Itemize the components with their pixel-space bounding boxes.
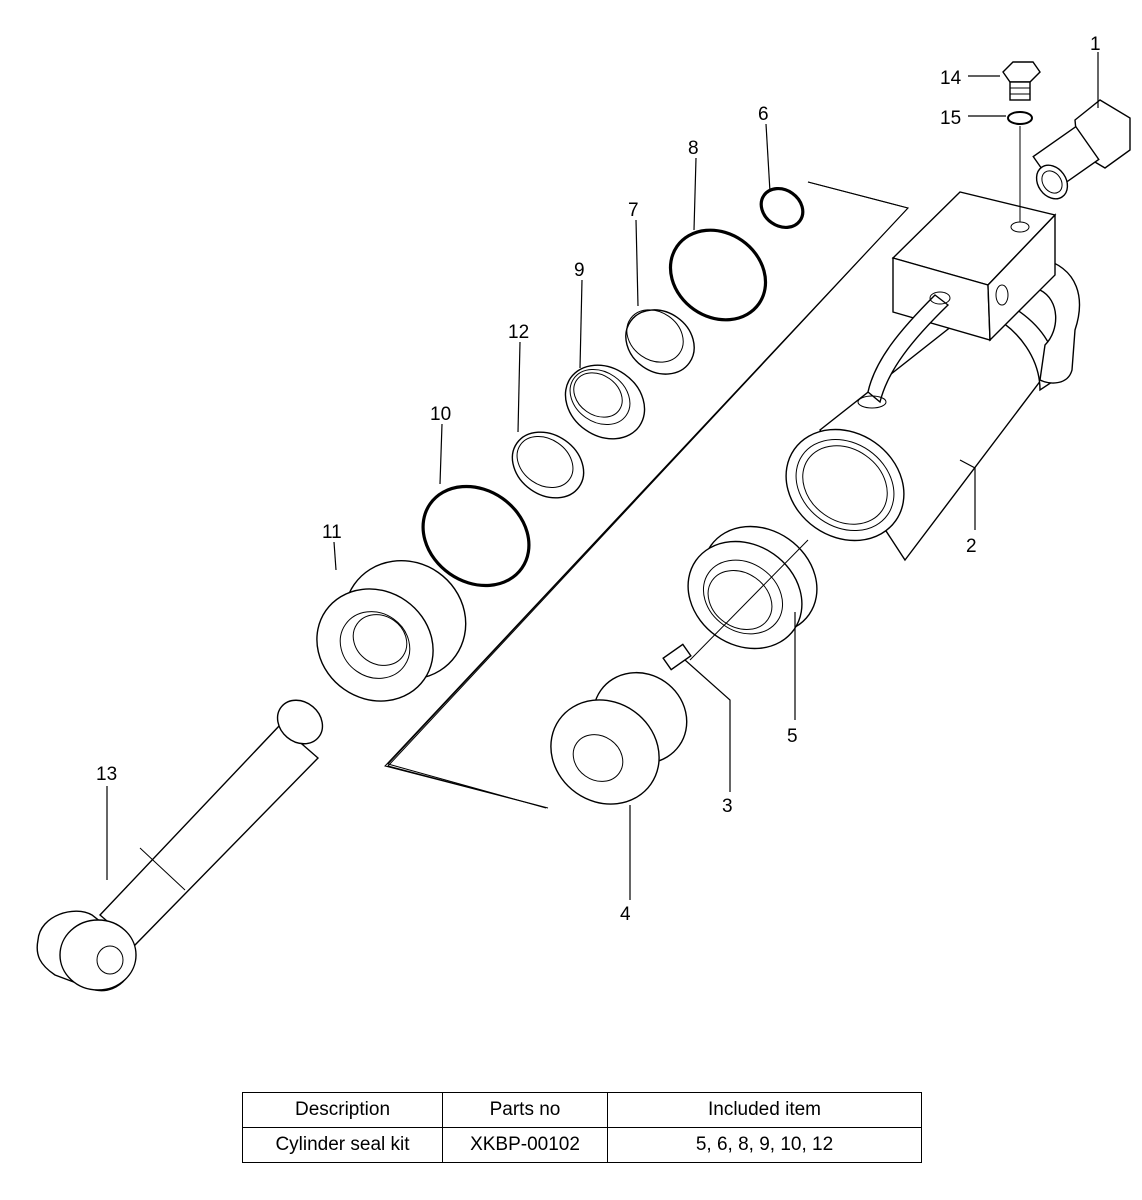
callout-4: 4 (620, 904, 631, 925)
o-ring-6 (759, 186, 805, 230)
o-ring-10 (421, 484, 531, 588)
callout-5: 5 (787, 726, 798, 747)
callout-3: 3 (722, 796, 733, 817)
callout-1: 1 (1090, 34, 1101, 55)
cell-description: Cylinder seal kit (242, 1127, 443, 1163)
callout-12: 12 (508, 322, 529, 343)
leader-lines (106, 52, 1099, 900)
callout-14: 14 (940, 68, 962, 89)
piston-rod (36, 699, 324, 992)
table-header-row: Description Parts no Included item (242, 1092, 922, 1128)
exploded-cylinder-diagram: 1 2 3 4 5 6 7 8 9 10 11 12 13 14 15 (36, 34, 1131, 992)
wear-ring-7 (625, 309, 695, 375)
gland (316, 559, 467, 702)
callout-13: 13 (96, 764, 117, 785)
callout-6: 6 (758, 104, 769, 125)
callout-9: 9 (574, 260, 585, 281)
plug-o-ring (1007, 111, 1033, 125)
cell-parts-no: XKBP-00102 (442, 1127, 608, 1163)
cylinder-tube (785, 191, 1081, 562)
seal-9 (564, 364, 646, 440)
cell-included-item: 5, 6, 8, 9, 10, 12 (607, 1127, 922, 1163)
table-row: Cylinder seal kit XKBP-00102 5, 6, 8, 9,… (242, 1127, 922, 1163)
seal-kit-table: Description Parts no Included item Cylin… (242, 1092, 922, 1163)
callout-11: 11 (322, 522, 342, 543)
callout-10: 10 (430, 404, 451, 425)
callout-8: 8 (688, 138, 699, 159)
relief-valve (1032, 99, 1131, 200)
seal-12 (511, 431, 585, 499)
header-parts-no: Parts no (442, 1092, 608, 1128)
header-description: Description (242, 1092, 443, 1128)
o-ring-8 (668, 228, 768, 322)
header-included-item: Included item (607, 1092, 922, 1128)
plug (1002, 61, 1041, 101)
set-screw (662, 643, 692, 671)
callout-2: 2 (966, 536, 977, 557)
piston-nut (550, 671, 688, 805)
piston (687, 525, 818, 650)
callout-15: 15 (940, 108, 961, 129)
callout-7: 7 (628, 200, 639, 221)
